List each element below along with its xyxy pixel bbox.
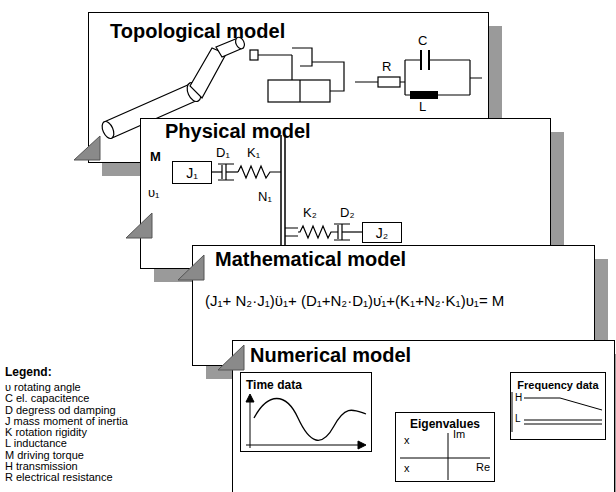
card-marker — [218, 345, 244, 370]
data-panel: Time data — [240, 372, 372, 452]
curve-label: L — [515, 413, 521, 425]
inductor-symbol — [410, 91, 438, 99]
panel-title: Time data — [246, 379, 302, 393]
drive-train-illustration — [298, 226, 338, 238]
hydraulic-cylinder-illustration — [258, 54, 292, 55]
transmission-label: N₁ — [258, 190, 272, 205]
inertia-label: J₂ — [376, 225, 388, 241]
drive-train-illustration — [226, 171, 238, 172]
drive-train-illustration — [342, 231, 362, 232]
axis-label: Re — [476, 461, 490, 474]
equation: (J₁+ N₂·J₁)ϋ₁+ (D₁+N₂·D₁)υ̇₁+(K₁+N₂·K₁)υ… — [205, 292, 504, 309]
card-title: Physical model — [165, 120, 311, 143]
card-marker — [178, 255, 204, 280]
card-marker — [126, 213, 152, 238]
capacitor-symbol — [421, 50, 429, 70]
hydraulic-cylinder-illustration — [292, 48, 312, 66]
frequency-plot — [524, 398, 602, 410]
damping-label: D₂ — [340, 206, 354, 221]
legend-entry: D degress od damping — [5, 405, 128, 416]
hydraulic-cylinder-illustration — [299, 80, 300, 102]
rigidity-label: K₂ — [303, 206, 317, 221]
inertia-box: J₁ — [172, 161, 212, 184]
hydraulic-cylinder-illustration — [312, 62, 344, 91]
legend-entry: L inductance — [5, 438, 128, 449]
rigidity-label: K₁ — [247, 146, 260, 161]
component-letter: L — [419, 100, 426, 115]
model-card: Physical modelJ₁ J₂ — [140, 118, 550, 268]
model-card: Numerical modelTime dataEigenvalues Frequ… — [232, 340, 616, 492]
hydraulic-cylinder-illustration — [250, 48, 344, 102]
axis-label: Im — [453, 428, 465, 441]
damping-label: D₁ — [216, 146, 230, 161]
time-plot — [246, 394, 366, 449]
frequency-plot — [524, 420, 602, 424]
frequency-plot — [512, 392, 602, 432]
eigenvalue-marker: x — [404, 462, 410, 475]
card-frame — [233, 341, 615, 492]
legend-entry: υ rotating angle — [5, 382, 128, 393]
legend-entry: K rotation rigidity — [5, 427, 128, 438]
card-title: Topological model — [110, 20, 285, 43]
hydraulic-cylinder-illustration — [268, 80, 330, 102]
drive-train-illustration — [212, 135, 362, 245]
circuit-wires — [355, 60, 482, 95]
circuit-wires — [355, 60, 482, 95]
legend-entry: H transmission — [5, 461, 128, 472]
eigenvalue-marker: x — [404, 434, 410, 447]
inertia-box: J₂ — [362, 222, 402, 243]
drive-train-illustration — [238, 166, 281, 178]
legend-entry: R electrical resistance — [5, 472, 128, 483]
drive-train-illustration — [221, 165, 222, 179]
angle-label: υ₁ — [148, 186, 160, 201]
drive-train-illustration — [285, 228, 298, 236]
time-plot — [254, 399, 366, 441]
drive-train-illustration — [212, 171, 222, 172]
card-marker — [74, 136, 100, 160]
legend-entry: J mass moment of inertia — [5, 416, 128, 427]
hydraulic-cylinder-illustration — [250, 50, 258, 60]
legend-entry: C el. capacitence — [5, 393, 128, 404]
curve-label: H — [515, 392, 522, 404]
legend: υ rotating angleC el. capacitenceD degre… — [5, 382, 128, 484]
component-letter: C — [418, 34, 427, 49]
crank-shaft-illustration — [100, 120, 116, 141]
eigenvalue-axes — [400, 433, 490, 480]
component-letter: R — [382, 60, 391, 75]
panel-title: Eigenvalues — [410, 418, 480, 432]
panel-title: Frequency data — [517, 379, 598, 392]
eigenvalue-axes — [400, 433, 490, 480]
time-plot — [246, 394, 366, 449]
resistor-symbol — [378, 77, 400, 87]
legend-heading: Legend: — [5, 366, 52, 380]
drive-train-illustration — [281, 135, 285, 245]
card-title: Mathematical model — [215, 248, 406, 271]
legend-entry: M driving torque — [5, 450, 128, 461]
card-title: Numerical model — [250, 344, 411, 367]
torque-label: M — [150, 150, 161, 165]
data-panel: Frequency data — [510, 372, 606, 440]
hydraulic-cylinder-illustration — [291, 55, 292, 80]
frequency-plot — [512, 392, 513, 432]
inertia-label: J₁ — [186, 165, 198, 181]
